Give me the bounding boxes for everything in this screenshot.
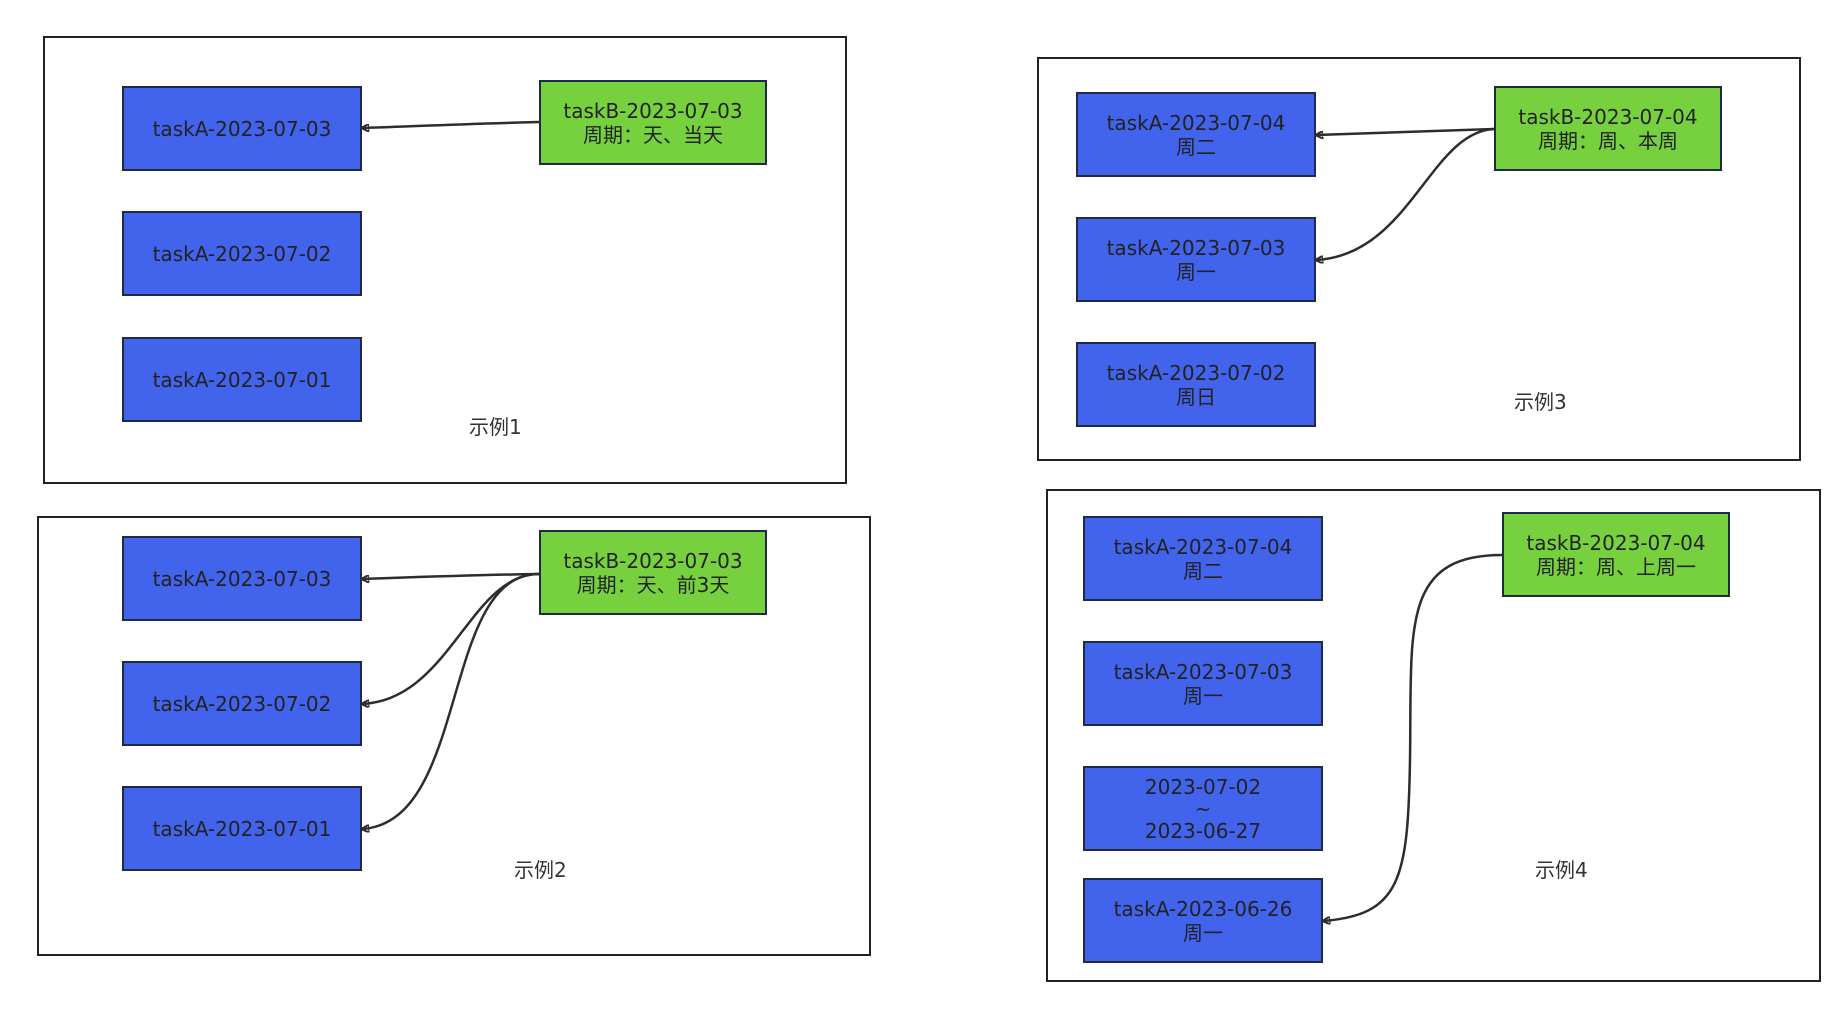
ex2-task-b-2023-07-03[interactable]: taskB-2023-07-03 周期：天、前3天 bbox=[539, 530, 767, 615]
node-label-line2: 周期：周、上周一 bbox=[1536, 554, 1696, 579]
node-label-line2: 周二 bbox=[1183, 558, 1223, 583]
node-label-line1: taskA-2023-07-03 bbox=[1113, 659, 1293, 684]
ex1-task-b-2023-07-03[interactable]: taskB-2023-07-03 周期：天、当天 bbox=[539, 80, 767, 165]
edge-ex2-b-to-a3 bbox=[362, 572, 540, 829]
ex4-task-a-2023-07-04[interactable]: taskA-2023-07-04 周二 bbox=[1083, 516, 1323, 601]
node-label-line1: taskA-2023-07-03 bbox=[152, 566, 332, 591]
node-label-line2: 周期：天、当天 bbox=[583, 122, 723, 147]
example2-frame bbox=[37, 516, 871, 956]
node-label-line2: 周日 bbox=[1176, 384, 1216, 409]
ex1-task-a-2023-07-01[interactable]: taskA-2023-07-01 bbox=[122, 337, 362, 422]
ex2-task-a-2023-07-03[interactable]: taskA-2023-07-03 bbox=[122, 536, 362, 621]
edge-ex4-b-to-a4 bbox=[1323, 553, 1503, 921]
example1-frame bbox=[43, 36, 847, 484]
ex2-task-a-2023-07-02[interactable]: taskA-2023-07-02 bbox=[122, 661, 362, 746]
ex4-task-b-2023-07-04[interactable]: taskB-2023-07-04 周期：周、上周一 bbox=[1502, 512, 1730, 597]
node-label-line1: taskA-2023-07-02 bbox=[152, 691, 332, 716]
node-label-line1: taskA-2023-07-01 bbox=[152, 816, 332, 841]
ex3-task-b-2023-07-04[interactable]: taskB-2023-07-04 周期：周、本周 bbox=[1494, 86, 1722, 171]
ex2-caption: 示例2 bbox=[514, 858, 567, 882]
edge-ex3-b-to-a2 bbox=[1316, 127, 1495, 260]
edge-ex1-b-to-a1 bbox=[362, 120, 540, 128]
node-label-line2: 周一 bbox=[1176, 259, 1216, 284]
node-label-line1: taskA-2023-07-03 bbox=[1106, 235, 1286, 260]
node-label-line2: 周一 bbox=[1183, 683, 1223, 708]
ex1-caption: 示例1 bbox=[469, 415, 522, 439]
ex3-task-a-2023-07-03[interactable]: taskA-2023-07-03 周一 bbox=[1076, 217, 1316, 302]
node-label-line2: 周期：天、前3天 bbox=[576, 572, 730, 597]
ex3-task-a-2023-07-02[interactable]: taskA-2023-07-02 周日 bbox=[1076, 342, 1316, 427]
ex4-task-a-2023-07-03[interactable]: taskA-2023-07-03 周一 bbox=[1083, 641, 1323, 726]
node-label-line1: taskA-2023-07-02 bbox=[1106, 360, 1286, 385]
ex3-caption: 示例3 bbox=[1514, 390, 1567, 414]
ex1-task-a-2023-07-03[interactable]: taskA-2023-07-03 bbox=[122, 86, 362, 171]
edge-ex3-b-to-a1 bbox=[1316, 127, 1495, 135]
example3-frame bbox=[1037, 57, 1801, 461]
node-label-line1: taskB-2023-07-03 bbox=[563, 98, 743, 123]
node-label-line3: 2023-06-27 bbox=[1144, 818, 1262, 843]
node-label-line1: taskB-2023-07-04 bbox=[1518, 104, 1698, 129]
ex4-task-a-2023-06-26[interactable]: taskA-2023-06-26 周一 bbox=[1083, 878, 1323, 963]
ex4-caption: 示例4 bbox=[1535, 858, 1588, 882]
node-label-line2: ~ bbox=[1194, 796, 1212, 821]
node-label-line1: taskA-2023-06-26 bbox=[1113, 896, 1293, 921]
node-label-line1: taskA-2023-07-03 bbox=[152, 116, 332, 141]
ex1-task-a-2023-07-02[interactable]: taskA-2023-07-02 bbox=[122, 211, 362, 296]
node-label-line1: taskA-2023-07-04 bbox=[1113, 534, 1293, 559]
node-label-line1: taskB-2023-07-03 bbox=[563, 548, 743, 573]
node-label-line1: taskA-2023-07-02 bbox=[152, 241, 332, 266]
node-label-line1: taskA-2023-07-04 bbox=[1106, 110, 1286, 135]
node-label-line2: 周一 bbox=[1183, 920, 1223, 945]
example4-frame bbox=[1046, 489, 1821, 982]
node-label-line1: taskB-2023-07-04 bbox=[1526, 530, 1706, 555]
edge-ex2-b-to-a2 bbox=[362, 572, 540, 704]
node-label-line1: 2023-07-02 bbox=[1144, 774, 1262, 799]
ex2-task-a-2023-07-01[interactable]: taskA-2023-07-01 bbox=[122, 786, 362, 871]
node-label-line2: 周二 bbox=[1176, 134, 1216, 159]
node-label-line2: 周期：周、本周 bbox=[1538, 128, 1678, 153]
ex4-range-2023-07-02-to-2023-06-27[interactable]: 2023-07-02 ~ 2023-06-27 bbox=[1083, 766, 1323, 851]
node-label-line1: taskA-2023-07-01 bbox=[152, 367, 332, 392]
ex3-task-a-2023-07-04[interactable]: taskA-2023-07-04 周二 bbox=[1076, 92, 1316, 177]
edge-ex2-b-to-a1 bbox=[362, 572, 540, 579]
